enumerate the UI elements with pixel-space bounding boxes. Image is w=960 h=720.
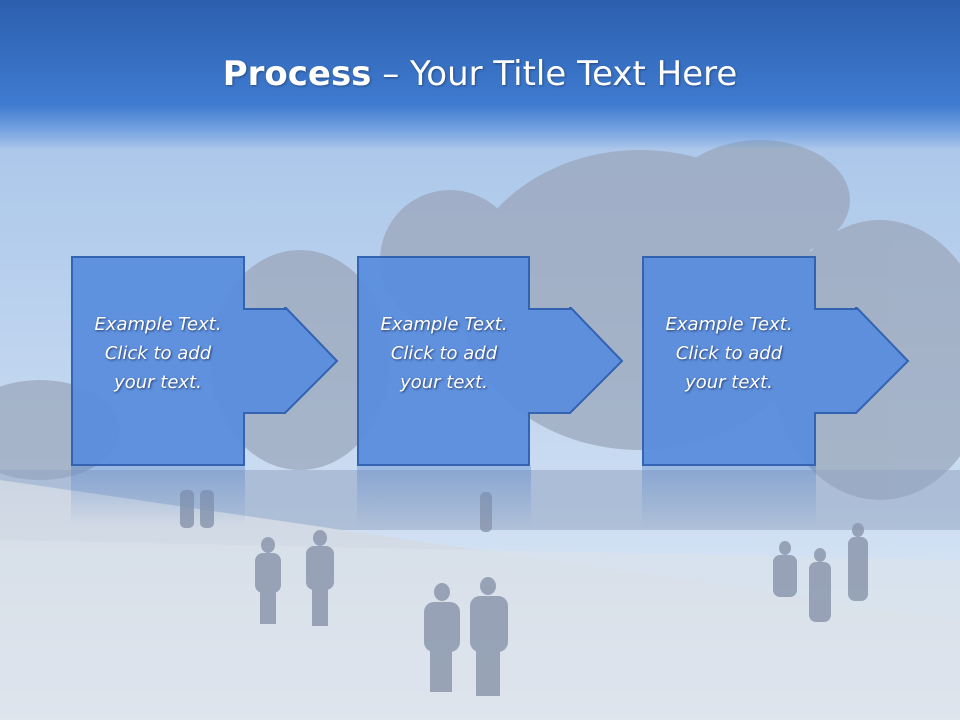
step-2-line1: Example Text. bbox=[380, 314, 508, 335]
process-step-1[interactable]: Example Text. Click to add your text. bbox=[71, 256, 339, 466]
step-1-line1: Example Text. bbox=[94, 314, 222, 335]
step-2-shape bbox=[357, 256, 624, 466]
step-1-reflection bbox=[71, 466, 245, 526]
step-2-line3: your text. bbox=[400, 372, 488, 393]
step-3-reflection bbox=[642, 466, 816, 526]
title-bar bbox=[0, 0, 960, 150]
process-step-3[interactable]: Example Text. Click to add your text. bbox=[642, 256, 910, 466]
slide-title[interactable]: Process – Your Title Text Here bbox=[0, 52, 960, 96]
step-1-text[interactable]: Example Text. Click to add your text. bbox=[71, 310, 245, 397]
step-3-line1: Example Text. bbox=[665, 314, 793, 335]
step-1-shape bbox=[71, 256, 339, 466]
step-2-text[interactable]: Example Text. Click to add your text. bbox=[357, 310, 531, 397]
step-2-reflection bbox=[357, 466, 531, 526]
step-2-line2: Click to add bbox=[390, 343, 498, 364]
step-3-line3: your text. bbox=[685, 372, 773, 393]
process-step-2[interactable]: Example Text. Click to add your text. bbox=[357, 256, 625, 466]
title-bold: Process bbox=[222, 54, 372, 94]
title-rest: – Your Title Text Here bbox=[371, 54, 738, 94]
step-3-text[interactable]: Example Text. Click to add your text. bbox=[642, 310, 816, 397]
step-3-line2: Click to add bbox=[675, 343, 783, 364]
step-3-shape bbox=[642, 256, 910, 466]
step-1-line3: your text. bbox=[114, 372, 202, 393]
step-1-line2: Click to add bbox=[104, 343, 212, 364]
